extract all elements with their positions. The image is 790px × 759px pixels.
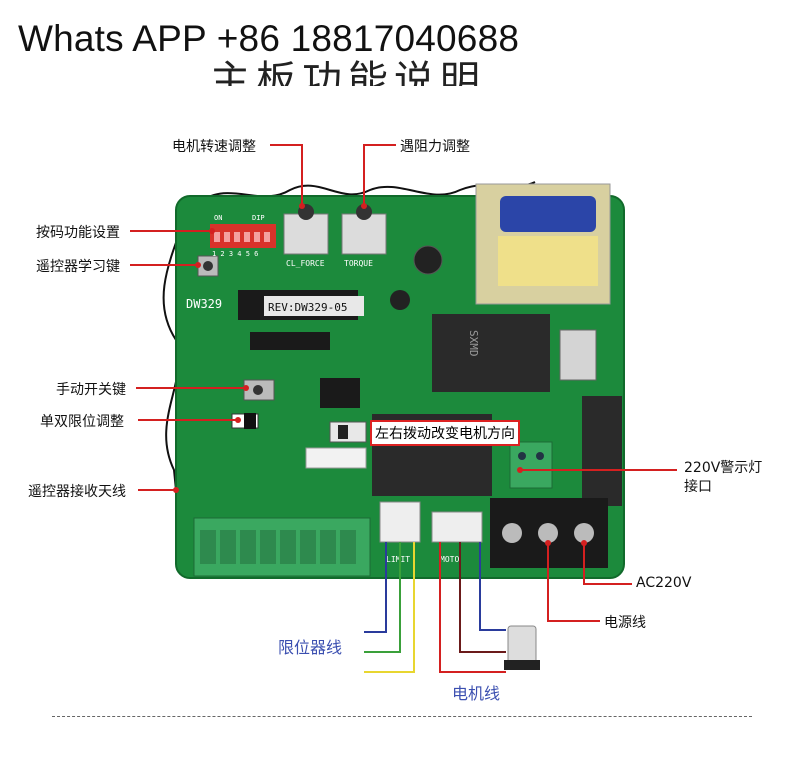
- svg-text:DW329: DW329: [186, 297, 222, 311]
- warning-light-terminal: [509, 441, 553, 489]
- label-warning-light-1: 220V警示灯: [684, 460, 763, 476]
- heatsink: [582, 396, 622, 506]
- motor-wire-blue: [479, 542, 506, 631]
- svg-text:DIP: DIP: [252, 214, 265, 222]
- limit-connector: [379, 501, 421, 543]
- label-limit-wire: 限位器线: [278, 638, 343, 657]
- moto-connector: [431, 511, 483, 543]
- label-motor-speed: 电机转速调整: [172, 139, 256, 155]
- label-direction-switch: 左右拨动改变电机方向: [370, 420, 520, 446]
- motor-wire-brown: [459, 542, 506, 653]
- svg-text:LIMIT: LIMIT: [386, 555, 410, 564]
- svg-text:MOTO: MOTO: [440, 555, 459, 564]
- label-power-line: 电源线: [604, 615, 646, 631]
- relay-top: [432, 314, 550, 392]
- label-manual-switch: 手动开关键: [56, 382, 126, 398]
- page-title: 主板功能说明: [210, 58, 486, 86]
- svg-text:1 2 3 4 5 6: 1 2 3 4 5 6: [212, 250, 258, 258]
- limit-wire-yellow: [364, 542, 415, 673]
- label-motor-wire: 电机线: [452, 684, 501, 703]
- svg-text:ON: ON: [214, 214, 222, 222]
- label-resistance: 遇阻力调整: [400, 139, 470, 155]
- speed-pot: [283, 213, 329, 255]
- svg-text:TORQUE: TORQUE: [344, 259, 373, 268]
- label-ac220v: AC220V: [636, 575, 692, 591]
- motor-icon: [504, 625, 540, 670]
- contact-header: Whats APP +86 18817040688: [18, 18, 520, 59]
- limit-wire-blue: [364, 542, 387, 633]
- motor-wire-red: [439, 542, 506, 673]
- label-antenna: 遥控器接收天线: [28, 484, 126, 500]
- label-limit-adjust: 单双限位调整: [40, 414, 124, 430]
- svg-text:CL_FORCE: CL_FORCE: [286, 259, 325, 268]
- label-remote-learn: 遥控器学习键: [36, 259, 120, 275]
- dashed-divider: [52, 716, 752, 717]
- svg-text:REV:DW329-05: REV:DW329-05: [268, 301, 347, 314]
- label-dip-switch: 按码功能设置: [36, 225, 120, 241]
- label-warning-light-2: 接口: [684, 479, 712, 495]
- svg-text:SXMD: SXMD: [467, 330, 480, 357]
- limit-wire-green: [364, 542, 401, 653]
